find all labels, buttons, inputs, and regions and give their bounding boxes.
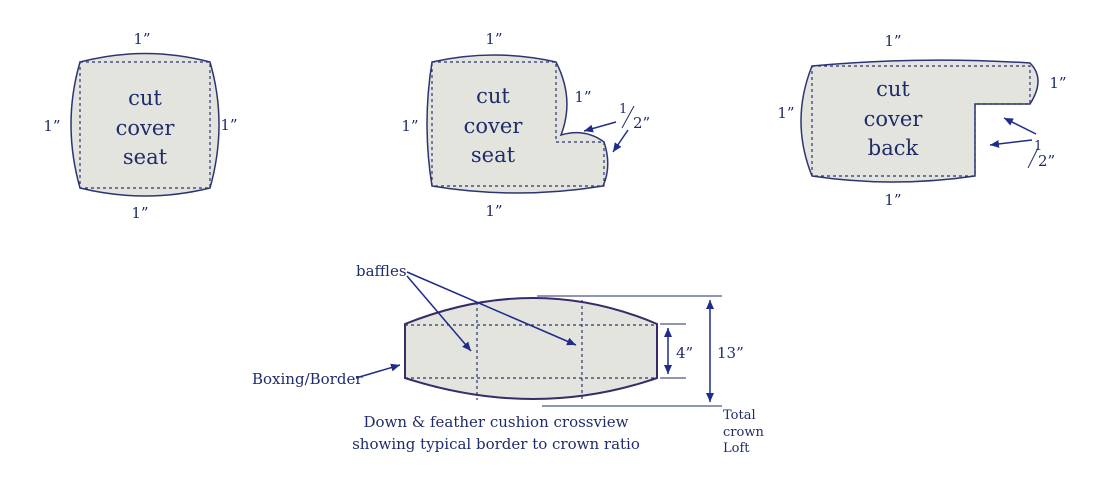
loft-dim-value: 13” xyxy=(717,344,744,362)
seat-square-label-1: cut xyxy=(128,86,162,110)
seat-l-pattern: cut cover seat 1” 1” 1” 1” 1 2” xyxy=(401,30,650,220)
caption-line-1: Down & feather cushion crossview xyxy=(364,413,629,431)
seat-l-notch-slash xyxy=(621,105,635,129)
seat-l-notch-num: 1 xyxy=(619,102,627,117)
seat-l-label-1: cut xyxy=(476,84,510,108)
seat-square-right-dim: 1” xyxy=(220,116,237,134)
seat-square-label-2: cover xyxy=(116,116,176,140)
seat-l-right-dim: 1” xyxy=(574,88,591,106)
seat-l-label-3: seat xyxy=(471,143,516,167)
loft-label-2: crown xyxy=(723,425,764,440)
border-label: Boxing/Border xyxy=(252,370,363,388)
seat-square-top-dim: 1” xyxy=(133,30,150,48)
back-pattern: cut cover back 1” 1” 1” 1” 1 2” xyxy=(777,32,1066,209)
back-left-dim: 1” xyxy=(777,104,794,122)
back-seam xyxy=(811,65,1031,177)
seat-square-bottom-dim: 1” xyxy=(131,204,148,222)
loft-label-1: Total xyxy=(723,408,756,423)
seat-square-panel xyxy=(70,52,220,197)
baffles-arrow-2 xyxy=(406,271,577,346)
back-label-2: cover xyxy=(864,107,924,131)
cushion-crossview: baffles Boxing/Border 4” 13” Total crown… xyxy=(252,262,764,456)
border-arrow xyxy=(355,363,401,379)
seat-l-panel xyxy=(426,54,609,194)
seat-l-left-dim: 1” xyxy=(401,117,418,135)
back-label-3: back xyxy=(868,136,919,160)
cushion-body xyxy=(404,297,658,400)
back-panel xyxy=(800,59,1039,183)
caption-line-2: showing typical border to crown ratio xyxy=(352,435,640,453)
loft-label-3: Loft xyxy=(723,441,750,456)
baffles-arrow-1 xyxy=(406,275,472,352)
seat-l-label-2: cover xyxy=(464,114,524,138)
baffles-label: baffles xyxy=(356,262,407,280)
seat-l-bottom-dim: 1” xyxy=(485,202,502,220)
back-notch-den: 2” xyxy=(1038,152,1055,170)
seat-square-label-3: seat xyxy=(123,145,168,169)
back-notch-num: 1 xyxy=(1034,139,1042,154)
seat-l-notch-den: 2” xyxy=(633,114,650,132)
seat-square-left-dim: 1” xyxy=(43,117,60,135)
seat-square-seam xyxy=(79,61,211,189)
back-notch-arrow-2 xyxy=(989,139,1033,148)
seat-l-seam xyxy=(431,61,605,187)
back-notch-arrow-1 xyxy=(1003,117,1037,135)
back-label-1: cut xyxy=(876,77,910,101)
back-bottom-dim: 1” xyxy=(884,191,901,209)
seat-l-top-dim: 1” xyxy=(485,30,502,48)
seat-l-notch-arrow-1 xyxy=(583,121,617,133)
back-right-dim: 1” xyxy=(1049,74,1066,92)
back-notch-slash xyxy=(1027,147,1039,169)
seat-square-pattern: cut cover seat 1” 1” 1” 1” xyxy=(43,30,237,222)
border-dim-value: 4” xyxy=(676,344,693,362)
back-top-dim: 1” xyxy=(884,32,901,50)
seat-l-notch-arrow-2 xyxy=(612,129,629,153)
